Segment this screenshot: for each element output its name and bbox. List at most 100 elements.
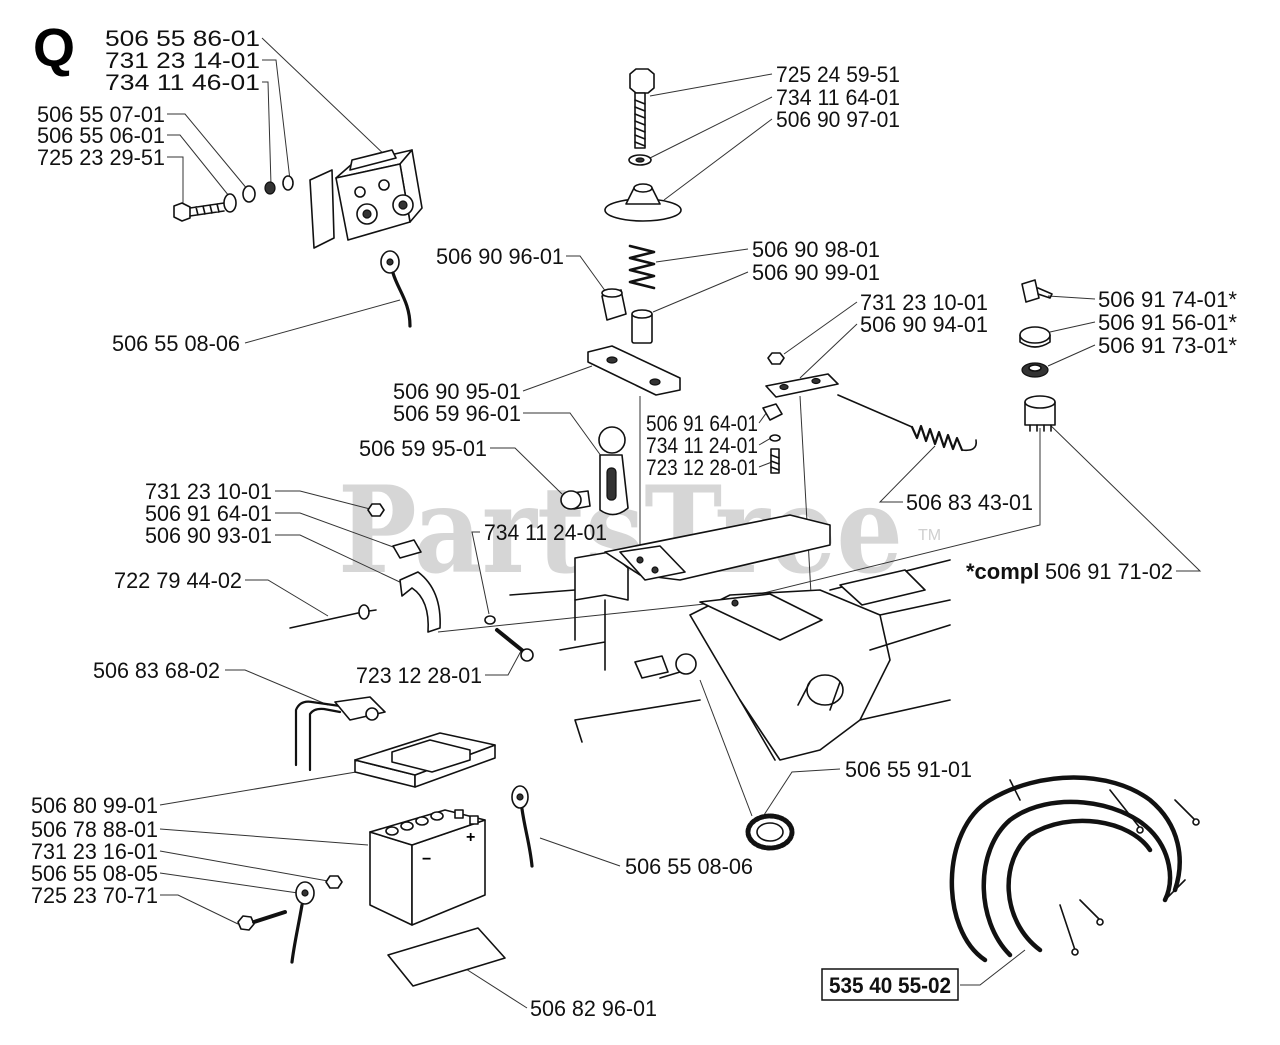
leader-line [799,395,813,613]
part-label: 506 90 97-01 [776,107,900,132]
guide-block-top [601,288,623,298]
bolt-head [237,915,255,931]
lever-knob [560,490,591,510]
part-label: 731 23 14-01 [105,48,260,73]
chassis-frame [509,514,951,761]
part-label: 506 55 08-06 [112,331,240,356]
spring-rod [837,394,913,428]
leader-line [699,679,753,817]
ignition-key [1021,279,1053,303]
cap-top [1019,326,1051,344]
part-label: 506 55 08-05 [31,861,158,886]
battery: + − [369,809,486,926]
part-label: 506 80 99-01 [31,793,158,818]
leader-line [167,113,249,191]
harness-label-box [821,968,959,1001]
leader-line [261,37,389,159]
leader-line [649,73,773,97]
leader-line [566,255,607,293]
solenoid-front [335,163,411,241]
harness-label: 535 40 55-02 [829,973,951,998]
part-label: 734 11 64-01 [776,85,900,110]
plate-hole [649,378,661,386]
leader-line [167,156,184,205]
frame-line [574,699,701,743]
part-label: 723 12 28-01 [646,455,758,480]
leader-line [1049,321,1096,333]
terminal-post-core [362,209,372,219]
nut [767,352,785,365]
battery-terminal [469,815,479,825]
key-blade [1037,287,1053,299]
pin-end [368,609,377,612]
bracket-hole [779,383,789,391]
leader-line [471,531,490,615]
switch-top [1024,395,1056,409]
part-label: 506 90 99-01 [752,260,880,285]
screw-thread [770,454,780,471]
hold-down-rod [294,700,342,767]
column-washer [628,154,652,166]
washer [282,175,294,191]
screw-shaft [495,628,525,653]
battery-cable-negative [290,881,315,964]
plate-body [587,345,681,396]
leader-line [878,445,936,503]
leader-line [275,534,405,585]
terminal-stud [378,179,390,191]
cable-bracket [762,352,839,474]
battery-negative-mark: − [422,851,431,868]
battery-nut [325,875,343,889]
tension-spring [837,394,978,452]
solenoid-cap [349,149,397,171]
part-label: 506 83 43-01 [906,490,1033,515]
solenoid [309,149,423,249]
part-label: 723 12 28-01 [356,663,482,688]
leader-line [485,650,522,676]
leader-line [167,134,230,197]
part-label: 506 55 06-01 [37,123,165,148]
solenoid-fasteners [173,175,294,222]
nut [367,503,385,517]
battery-cover [354,732,496,788]
lever-ball [598,426,626,454]
hinge-plate [634,655,669,679]
section-letter: Q [33,18,75,78]
cable-pin [289,604,377,629]
battery-cell-cap [385,826,399,836]
harness-loop [981,799,1173,958]
leader-line [262,59,291,181]
part-label: 725 23 70-71 [31,883,158,908]
switch-pins [1029,424,1052,432]
harness-connector [1192,818,1200,826]
kit-prefix: *compl [966,559,1039,584]
harness-wire [1009,779,1196,951]
part-label: 506 83 68-02 [93,658,220,683]
cable-clamp [392,539,422,559]
switch-nut [1021,362,1049,378]
mounting-plate [587,345,681,396]
spring-hook [961,439,978,452]
battery-hold-down [294,696,386,772]
part-label: 506 90 95-01 [393,379,521,404]
washer-hole [635,157,645,163]
part-label: 506 91 64-01 [646,411,758,436]
leader-line [652,271,749,313]
key-head [1021,279,1040,303]
spring-coil [910,424,964,452]
washer [242,185,256,203]
pivot-bolt [629,68,655,149]
battery-terminal [454,809,464,819]
cone-plate [604,183,682,222]
part-label: 506 82 96-01 [530,996,657,1021]
harness-loop [949,775,1182,963]
leader-line [244,299,401,344]
hinge-pin [659,671,681,679]
battery-cable-positive [511,785,534,868]
part-label: 506 90 96-01 [436,244,564,269]
washer [223,193,237,213]
bushing-top [631,309,653,319]
part-label: 506 90 98-01 [752,237,880,262]
part-label: 734 11 24-01 [646,433,758,458]
part-label: 506 91 73-01* [1098,333,1237,358]
